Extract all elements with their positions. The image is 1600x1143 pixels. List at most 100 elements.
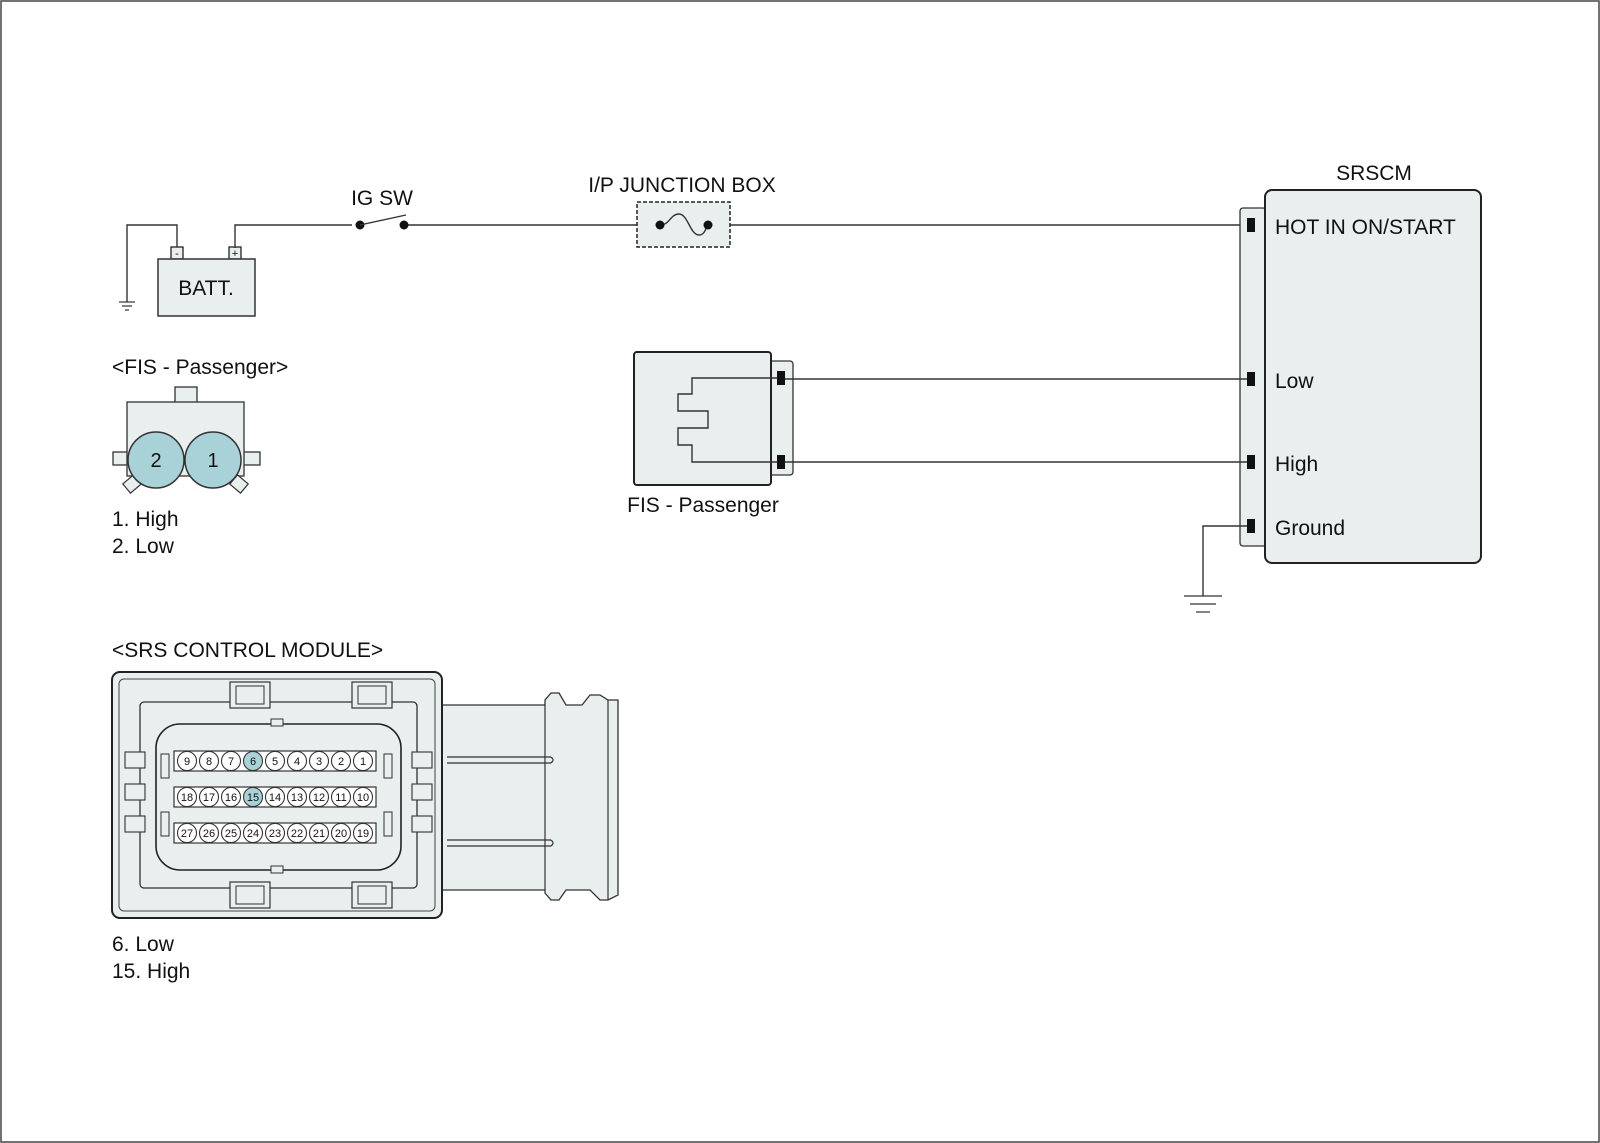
- srs-pin-6: [242, 750, 264, 772]
- junction-box: I/P JUNCTION BOX: [588, 174, 776, 248]
- srs-pin-4: [286, 750, 308, 772]
- srs-pin-11: [330, 786, 352, 808]
- srs-pin-7-label: 7: [228, 756, 234, 768]
- hot-wire: [234, 224, 1245, 248]
- fis-connector-pin-1: [184, 431, 242, 489]
- srscm-pin-low-label: Low: [1275, 370, 1314, 393]
- srs-pin-20-label: 20: [335, 828, 347, 840]
- srs-pin-21-label: 21: [313, 828, 325, 840]
- ig-switch-label: IG SW: [351, 187, 413, 210]
- srs-pin-8: [198, 750, 220, 772]
- srs-pin-17: [198, 786, 220, 808]
- ground-wire-srscm: [1202, 525, 1247, 596]
- ground-symbol-small: [119, 301, 135, 311]
- srs-pin-12: [308, 786, 330, 808]
- srs-pin-14-label: 14: [269, 792, 281, 804]
- fis-connector-face: <FIS - Passenger> 2 1 1. High 2. Low: [112, 356, 288, 558]
- srs-pin-2: [330, 750, 352, 772]
- srs-pin-3: [308, 750, 330, 772]
- srs-pin-13: [286, 786, 308, 808]
- srs-pin-24-label: 24: [247, 828, 259, 840]
- srs-pin-14: [264, 786, 286, 808]
- battery-label: BATT.: [178, 277, 234, 300]
- fis-sensor-body: [633, 351, 772, 486]
- srscm-pin-low-terminal: [1247, 372, 1255, 386]
- srs-legend-1: 6. Low: [112, 933, 175, 956]
- srs-pin-17-label: 17: [203, 792, 215, 804]
- fis-sensor: FIS - Passenger: [627, 351, 794, 517]
- srs-pin-1: [352, 750, 374, 772]
- srscm-pin-ground-label: Ground: [1275, 517, 1345, 540]
- srscm-module: SRSCM HOT IN ON/START Low High Ground: [1239, 162, 1482, 564]
- srs-pin-18: [176, 786, 198, 808]
- fis-legend-1: 1. High: [112, 508, 179, 531]
- srs-pin-24: [242, 822, 264, 844]
- srs-module-connector-face: <SRS CONTROL MODULE>: [111, 639, 619, 983]
- srs-pin-13-label: 13: [291, 792, 303, 804]
- fis-pin-low-terminal: [777, 371, 785, 385]
- srs-pin-15-label: 15: [247, 792, 259, 804]
- srs-pin-26-label: 26: [203, 828, 215, 840]
- fuse-icon: [659, 213, 709, 236]
- srs-pin-22-label: 22: [291, 828, 303, 840]
- srs-pin-16: [220, 786, 242, 808]
- srs-pin-27: [176, 822, 198, 844]
- ground-symbol: [1184, 595, 1222, 613]
- srs-pin-11-label: 11: [335, 792, 346, 804]
- srs-module-plug: [439, 692, 619, 901]
- srs-pin-10: [352, 786, 374, 808]
- srs-pin-23: [264, 822, 286, 844]
- fis-sensor-label: FIS - Passenger: [627, 494, 779, 517]
- srs-pin-18-label: 18: [181, 792, 193, 804]
- srs-module-title: <SRS CONTROL MODULE>: [112, 639, 383, 662]
- srscm-pin-high-label: High: [1275, 453, 1318, 476]
- srs-pin-27-label: 27: [181, 828, 193, 840]
- fis-sensor-element: [677, 377, 781, 463]
- srs-pin-9-label: 9: [184, 756, 190, 768]
- srs-pin-9: [176, 750, 198, 772]
- srs-pin-19-label: 19: [357, 828, 369, 840]
- srs-pin-2-label: 2: [338, 756, 344, 768]
- battery: - + BATT.: [119, 224, 256, 317]
- srscm-pin-ground-terminal: [1247, 519, 1255, 533]
- srs-pin-5: [264, 750, 286, 772]
- srs-pin-15: [242, 786, 264, 808]
- battery-neg-sign: -: [175, 248, 179, 260]
- srs-pin-22: [286, 822, 308, 844]
- srs-pin-12-label: 12: [313, 792, 325, 804]
- junction-box-label: I/P JUNCTION BOX: [588, 174, 775, 197]
- srs-pin-20: [330, 822, 352, 844]
- ig-switch: IG SW: [351, 187, 413, 232]
- ground-wire-battery: [126, 224, 178, 302]
- srs-pin-25-label: 25: [225, 828, 237, 840]
- srscm-pin-hot-label: HOT IN ON/START: [1275, 216, 1456, 239]
- srscm-pin-hot-terminal: [1247, 218, 1255, 232]
- srs-legend-2: 15. High: [112, 960, 190, 983]
- srscm-title: SRSCM: [1336, 162, 1412, 185]
- srs-pin-6-label: 6: [250, 756, 256, 768]
- srscm-pin-high-terminal: [1247, 455, 1255, 469]
- srs-pin-8-label: 8: [206, 756, 212, 768]
- srs-pin-3-label: 3: [316, 756, 322, 768]
- fis-connector-title: <FIS - Passenger>: [112, 356, 288, 379]
- fis-pin-high-terminal: [777, 455, 785, 469]
- srs-pin-7: [220, 750, 242, 772]
- fis-connector-pin-2-label: 2: [150, 450, 161, 472]
- battery-body: [157, 258, 256, 317]
- srs-pin-21: [308, 822, 330, 844]
- srs-pin-10-label: 10: [357, 792, 369, 804]
- srscm-body: [1264, 189, 1482, 564]
- srs-pin-19: [352, 822, 374, 844]
- fis-connector-pin-2: [127, 431, 185, 489]
- battery-pos-sign: +: [232, 248, 238, 260]
- srs-pin-5-label: 5: [272, 756, 278, 768]
- srs-pin-1-label: 1: [360, 756, 366, 768]
- srs-pin-16-label: 16: [225, 792, 237, 804]
- srs-pin-25: [220, 822, 242, 844]
- srs-pin-4-label: 4: [294, 756, 300, 768]
- fis-connector-pin-1-label: 1: [207, 450, 218, 472]
- srs-pin-26: [198, 822, 220, 844]
- fis-legend-2: 2. Low: [112, 535, 175, 558]
